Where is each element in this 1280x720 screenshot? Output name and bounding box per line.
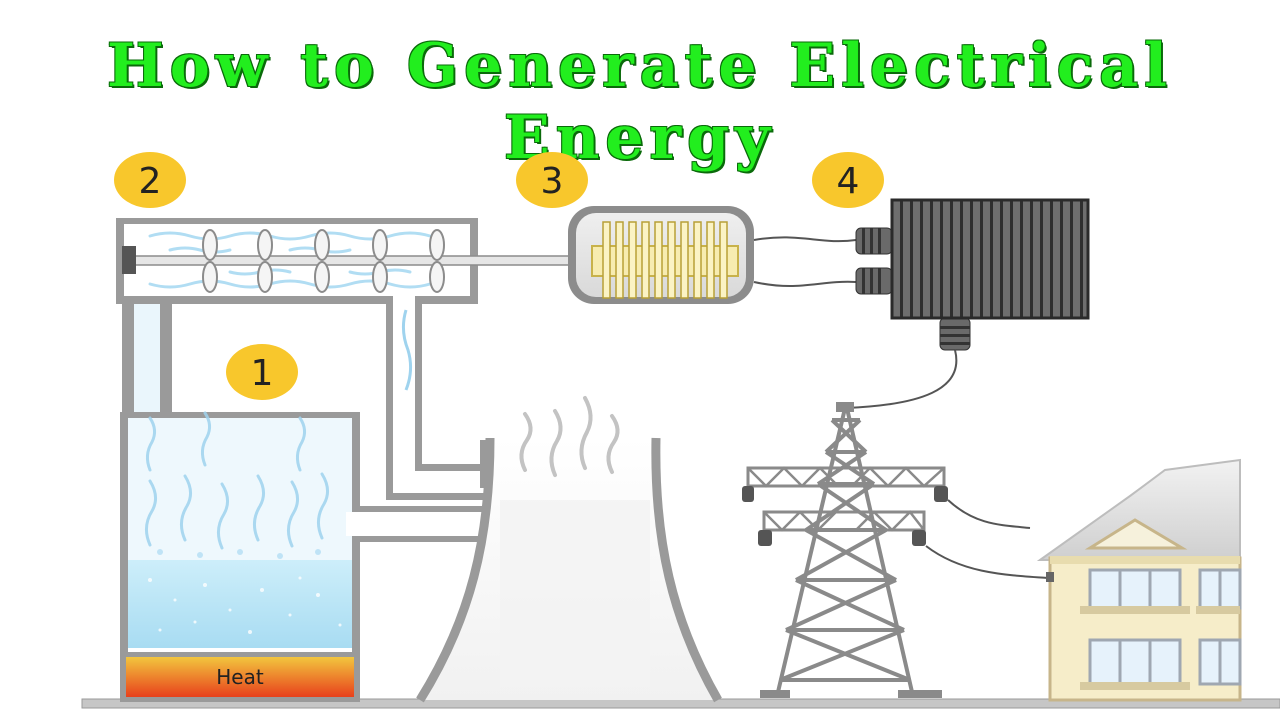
cooling-tower [416,396,722,703]
condenser-pipe [346,506,488,542]
generator-rotor [591,245,739,277]
cooling-tower-vapor [519,396,620,477]
boiler-steam [145,411,329,550]
step-badge-4: 4 [812,152,884,208]
transformer-body [890,198,1090,320]
turbine [116,218,591,500]
step-badge-4-label: 4 [837,161,860,202]
step-badge-1: 1 [226,344,298,400]
step-badge-1-label: 1 [251,353,274,394]
transmission-pylon [746,402,946,698]
house [1036,458,1242,702]
heat-label: Heat [216,665,264,689]
turbine-blades [202,229,445,293]
step-badge-3-label: 3 [541,161,564,202]
step-badge-2: 2 [114,152,186,208]
generator-wires [753,236,857,288]
boiler-water [128,560,352,648]
transformer [855,198,1090,351]
step-badge-3: 3 [516,152,588,208]
house-windows [1088,568,1242,686]
pylon-insulators [742,486,948,546]
turbine-shaft [129,255,591,266]
generator-coils [602,221,728,299]
step-badge-2-label: 2 [139,161,162,202]
house-wires [925,499,1049,579]
transmission-wire [845,349,958,409]
page-title: How to Generate Electrical Energy [107,31,1173,173]
generator [568,206,754,304]
boiler: Heat [120,300,360,702]
